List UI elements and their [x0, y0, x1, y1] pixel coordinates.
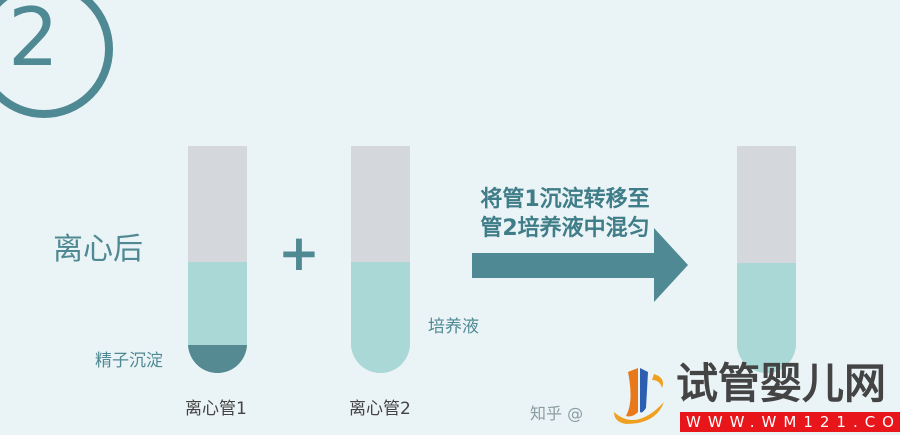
watermark-overlay: 知乎 @ [530, 404, 584, 423]
arrow-caption-line2: 管2培养液中混匀 [480, 216, 650, 241]
tube-2 [351, 146, 410, 373]
tube-3 [737, 146, 796, 373]
tube-2-liquid [351, 262, 410, 373]
tube-1-sediment [188, 345, 247, 373]
arrow-caption: 将管1沉淀转移至 管2培养液中混匀 [445, 185, 685, 243]
tube-3-liquid [737, 263, 796, 373]
step-circle [0, 0, 113, 118]
step-number: 2 [8, 0, 59, 84]
watermark-title: 试管婴儿网 [676, 359, 887, 408]
tube-1 [188, 146, 247, 373]
stage-label: 离心后 [53, 232, 143, 267]
medium-label: 培养液 [428, 317, 479, 337]
plus-sign: + [278, 224, 320, 282]
right-arrow-icon [472, 228, 688, 302]
watermark-url: WWW.WM121.COM [680, 412, 900, 432]
sediment-label: 精子沉淀 [95, 351, 163, 371]
tube-2-label: 离心管2 [349, 399, 411, 419]
watermark-logo-icon [614, 368, 664, 424]
arrow-caption-line1: 将管1沉淀转移至 [480, 187, 650, 212]
tube-1-label: 离心管1 [185, 399, 247, 419]
